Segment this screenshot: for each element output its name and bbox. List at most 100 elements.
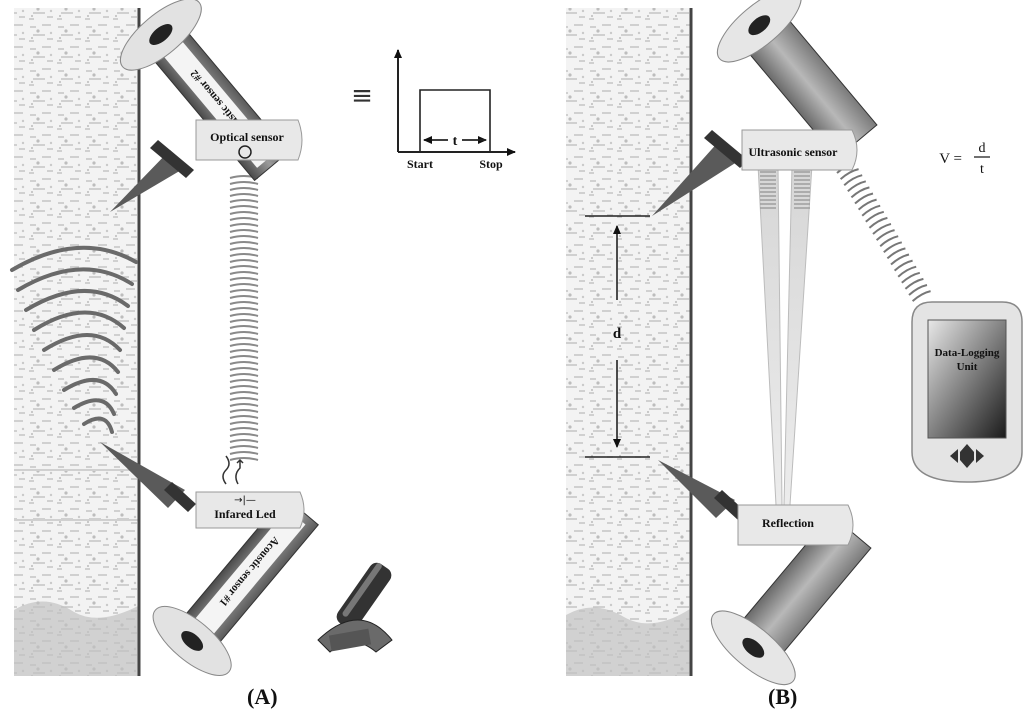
optical-wave-stripe <box>229 247 259 251</box>
data-logging-line1: Data-Logging <box>935 347 1000 359</box>
formula-denominator: t <box>980 162 984 177</box>
t-label: t <box>453 134 458 149</box>
wireless-wave-stripe <box>897 265 917 278</box>
wireless-wave-stripe <box>843 174 863 186</box>
optical-wave-stripe <box>229 241 259 245</box>
optical-wave-stripe <box>229 283 259 287</box>
panel-b: d Ultrasonic sensor <box>566 0 1023 686</box>
optical-wave-stripe <box>229 457 259 461</box>
ultrasonic-beams <box>757 164 813 506</box>
wireless-wave-stripe <box>911 290 931 302</box>
wireless-wave-stripe <box>868 216 888 229</box>
optical-wave-stripe <box>229 295 259 299</box>
ultrasonic-sensor-box: Ultrasonic sensor <box>741 129 858 171</box>
optical-wave-stripe <box>229 391 259 395</box>
optical-wave-stripe <box>229 193 259 197</box>
optical-wave-stripe <box>229 187 259 191</box>
wireless-wave-stripe <box>904 277 924 290</box>
led-symbol-icon: →|— <box>234 495 256 506</box>
hammer-icon <box>317 562 393 653</box>
optical-wave-stripe <box>229 313 259 317</box>
optical-eye-icon <box>238 145 252 159</box>
optical-wave-stripe <box>229 301 259 305</box>
equivalence-symbol: ≡ <box>351 81 373 111</box>
optical-wave-stripe <box>229 253 259 257</box>
optical-wave-stripe <box>229 307 259 311</box>
acoustic-sensor-2-cone <box>110 140 194 212</box>
panel-b-caption: (B) <box>768 684 798 709</box>
optical-wave-stripe <box>229 385 259 389</box>
wireless-wave-stripe <box>847 180 867 193</box>
optical-wave-stripe <box>229 277 259 281</box>
wireless-wave-stripe <box>908 284 928 296</box>
optical-wave-stripe <box>229 325 259 329</box>
optical-wave-stripe <box>229 223 259 227</box>
reflection-label: Reflection <box>762 516 814 530</box>
optical-wave-stripe <box>229 181 259 185</box>
ultrasonic-top-cone <box>652 130 748 216</box>
dpad-icon <box>950 444 984 468</box>
wireless-wave-stripe <box>850 186 870 199</box>
wireless-wave-stripe <box>872 223 892 235</box>
velocity-formula: V = d t <box>939 141 990 177</box>
wireless-wave-stripe <box>883 241 903 254</box>
optical-wave-stripe <box>229 331 259 335</box>
optical-wave-stripe <box>229 403 259 407</box>
optical-wave-stripe <box>229 397 259 401</box>
optical-wave-stripe <box>229 337 259 341</box>
start-label: Start <box>407 157 433 171</box>
infrared-led-box: →|— Infared Led <box>195 455 305 529</box>
optical-wave-stripe <box>229 373 259 377</box>
wireless-link-waves <box>836 162 931 302</box>
reflection-box: Reflection <box>737 504 854 546</box>
optical-wave-stripe <box>229 199 259 203</box>
optical-wave-stripe <box>229 427 259 431</box>
wireless-wave-stripe <box>886 247 906 260</box>
timing-diagram: t Start Stop <box>394 49 516 171</box>
formula-lhs: V = <box>939 151 962 167</box>
light-emission-icon <box>222 455 230 485</box>
data-logging-line2: Unit <box>957 361 978 373</box>
optical-wave-stripe <box>229 439 259 443</box>
optical-wave-stripe <box>229 355 259 359</box>
data-logging-unit: Data-Logging Unit <box>911 301 1023 483</box>
wireless-wave-stripe <box>839 168 859 180</box>
wireless-wave-stripe <box>879 235 899 247</box>
optical-wave-stripe <box>229 211 259 215</box>
panel-a: Acoustic sensor #2 Optical sensor Acoust… <box>10 0 516 676</box>
ultrasonic-sensor-label: Ultrasonic sensor <box>749 145 839 159</box>
panel-a-caption: (A) <box>247 684 278 709</box>
acoustic-wave-arcs <box>10 245 138 434</box>
infrared-led-label: Infared Led <box>214 507 276 521</box>
wireless-wave-stripe <box>890 253 910 266</box>
stop-label: Stop <box>479 157 503 171</box>
optical-beam-waves <box>229 175 259 461</box>
optical-sensor-label: Optical sensor <box>210 130 284 144</box>
optical-wave-stripe <box>229 271 259 275</box>
optical-wave-stripe <box>229 229 259 233</box>
concrete-wall-b <box>566 8 693 676</box>
optical-wave-stripe <box>229 265 259 269</box>
optical-wave-stripe <box>229 421 259 425</box>
optical-wave-stripe <box>229 343 259 347</box>
optical-wave-stripe <box>229 415 259 419</box>
distance-bracket: d <box>585 215 650 458</box>
optical-sensor-box: Optical sensor <box>195 119 303 161</box>
wireless-wave-stripe <box>901 271 921 284</box>
reflection-bottom-probe <box>710 513 872 686</box>
optical-wave-stripe <box>229 349 259 353</box>
optical-wave-stripe <box>229 379 259 383</box>
optical-wave-stripe <box>229 367 259 371</box>
optical-wave-stripe <box>229 319 259 323</box>
wireless-wave-stripe <box>893 259 913 272</box>
optical-wave-stripe <box>229 409 259 413</box>
optical-wave-stripe <box>229 445 259 449</box>
wireless-wave-stripe <box>857 198 877 211</box>
ultrasonic-top-probe <box>716 0 878 160</box>
optical-wave-stripe <box>229 205 259 209</box>
optical-wave-stripe <box>229 451 259 455</box>
optical-wave-stripe <box>229 433 259 437</box>
formula-numerator: d <box>979 141 986 156</box>
wireless-wave-stripe <box>854 192 874 205</box>
